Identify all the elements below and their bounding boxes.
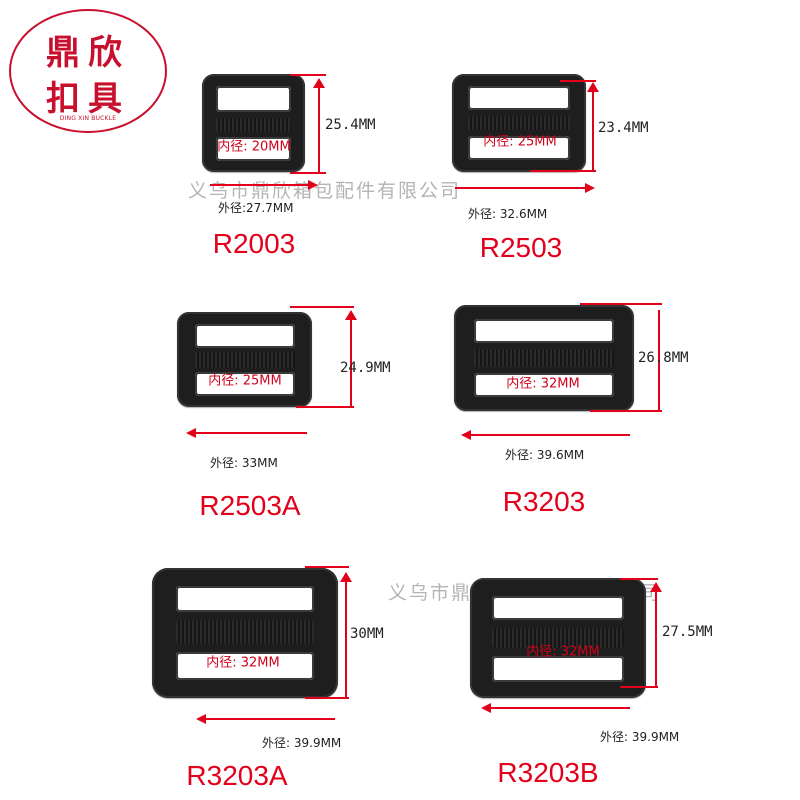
- buckle-r2503-outer-size: 外径: 32.6MM: [468, 207, 548, 221]
- buckle-r2503a-height: 24.9MM: [340, 360, 391, 376]
- buckle-r2003-inner-size: 内径: 20MM: [217, 139, 291, 155]
- buckle-r2503-inner-size: 内径: 25MM: [483, 134, 557, 150]
- buckle-r3203b-height: 27.5MM: [662, 624, 713, 640]
- buckle-r2503a-inner-size: 内径: 25MM: [208, 373, 282, 389]
- buckle-r3203a-height: 30MM: [350, 626, 384, 642]
- buckle-r3203-model: R3203: [502, 486, 586, 517]
- buckle-r2503-height: 23.4MM: [598, 120, 649, 136]
- logo-line-2: 扣具: [46, 79, 130, 119]
- buckle-r3203b-image: [470, 578, 646, 698]
- buckle-r3203-image: [454, 305, 634, 411]
- buckle-r2003-outer-size: 外径:27.7MM: [218, 201, 294, 215]
- buckle-r2503-image: [452, 74, 586, 172]
- buckle-r3203a-outer-size: 外径: 39.9MM: [262, 736, 342, 750]
- buckle-r2003-image: [202, 74, 305, 172]
- buckle-r2003-height: 25.4MM: [325, 117, 376, 133]
- buckle-r3203a-inner-size: 内径: 32MM: [206, 655, 280, 671]
- buckle-r3203b-outer-size: 外径: 39.9MM: [600, 730, 680, 744]
- buckle-r3203a-image: [152, 568, 338, 698]
- buckle-r2503a-outer-size: 外径: 33MM: [210, 456, 278, 470]
- buckle-r2003-model: R2003: [212, 228, 296, 259]
- logo-english: DING XIN BUCKLE: [59, 115, 117, 122]
- buckle-r3203-inner-size: 内径: 32MM: [506, 376, 580, 392]
- buckle-r2503a-model: R2503A: [199, 490, 301, 521]
- buckle-r3203a-model: R3203A: [186, 760, 288, 791]
- buckle-r3203b-model: R3203B: [497, 757, 599, 788]
- company-logo-seal: 鼎欣 扣具 DING XIN BUCKLE: [9, 9, 167, 133]
- buckle-r3203-height: 26.8MM: [638, 350, 689, 366]
- buckle-r3203-outer-size: 外径: 39.6MM: [505, 448, 585, 462]
- buckle-r3203b-inner-size: 内径: 32MM: [526, 644, 600, 660]
- logo-line-1: 鼎欣: [46, 33, 130, 73]
- buckle-r2503a-image: [177, 312, 312, 407]
- buckle-r2503-model: R2503: [479, 232, 563, 263]
